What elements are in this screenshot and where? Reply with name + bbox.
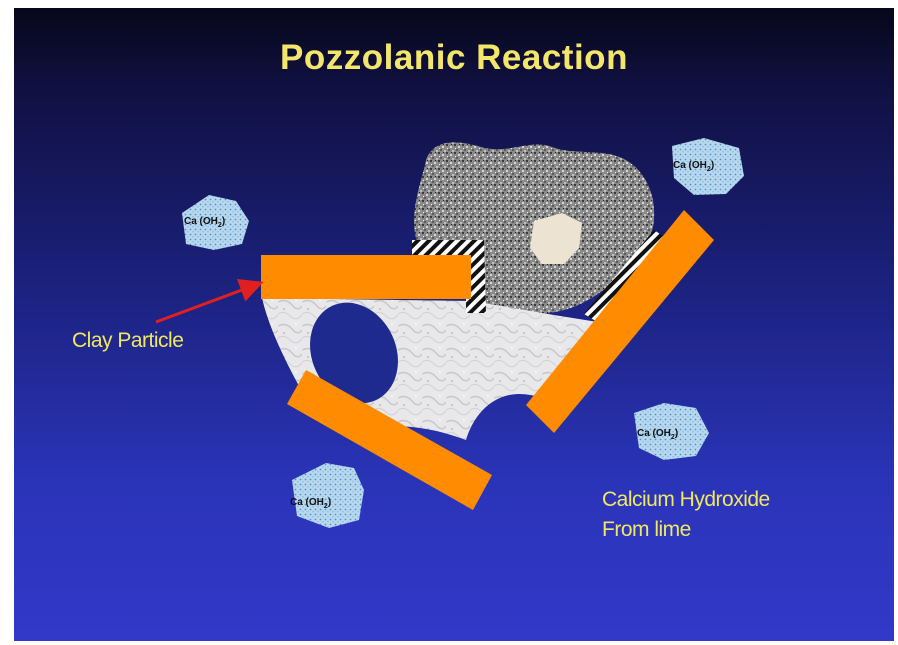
clay-particle-right xyxy=(526,210,714,433)
calcium-hydroxide-blob-4: Ca (OH2) xyxy=(290,463,364,528)
calcium-hydroxide-blob-2: Ca (OH2) xyxy=(672,138,744,195)
pozzolanic-diagram: Ca (OH2) Ca (OH2) Ca (OH2) Ca (OH2) xyxy=(155,138,744,528)
clay-particle-arrow xyxy=(155,279,264,324)
slide: Pozzolanic Reaction xyxy=(14,8,894,641)
calcium-hydroxide-blob-1: Ca (OH2) xyxy=(182,195,249,250)
reaction-zone-hatched-right xyxy=(584,230,669,323)
svg-text:Ca (OH2): Ca (OH2) xyxy=(637,428,678,441)
calcium-silicate-core xyxy=(530,213,582,264)
clay-particle-top xyxy=(261,255,471,299)
clay-particle-label: Clay Particle xyxy=(72,329,184,352)
svg-text:Ca (OH2): Ca (OH2) xyxy=(184,216,225,229)
svg-text:Ca (OH2): Ca (OH2) xyxy=(290,497,331,510)
calcium-hydroxide-label: Calcium Hydroxide From lime xyxy=(602,485,770,545)
pore-void xyxy=(310,302,398,404)
svg-text:Ca (OH2): Ca (OH2) xyxy=(673,160,714,173)
calcium-hydroxide-blob-3: Ca (OH2) xyxy=(634,403,709,460)
slide-title: Pozzolanic Reaction xyxy=(280,38,628,77)
calcium-hydroxide-label-line2: From lime xyxy=(602,518,691,541)
clay-particle-bottom xyxy=(287,370,492,510)
calcium-hydroxide-label-line1: Calcium Hydroxide xyxy=(602,488,770,511)
